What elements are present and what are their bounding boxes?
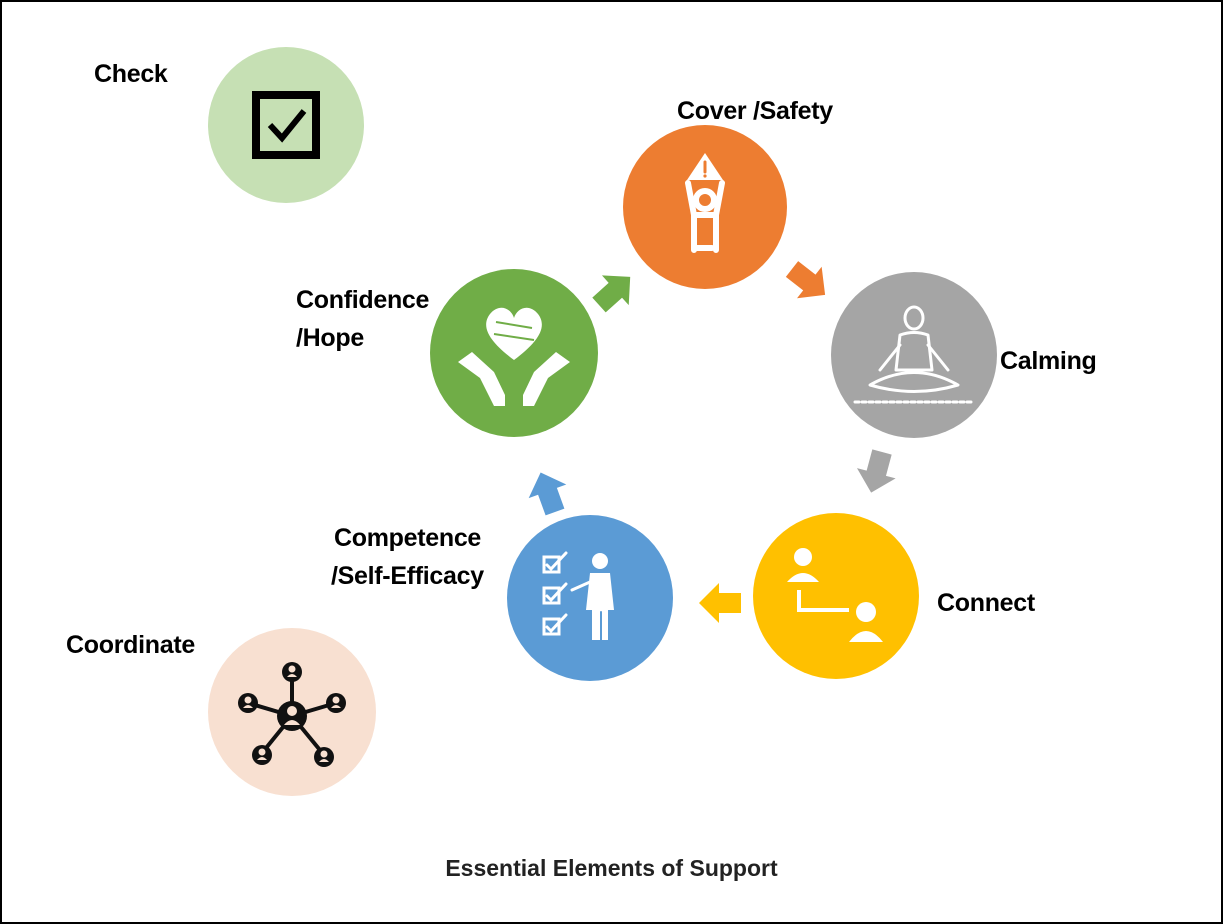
competence-label-line1: Competence [334,524,482,552]
connect-node [753,513,919,679]
coordinate-label: Coordinate [66,631,195,659]
arrow-confidence-to-cover [592,275,631,313]
coordinate-node [208,628,376,796]
heart-in-hands-icon [458,307,570,406]
calming-label: Calming [1000,347,1097,375]
safety-person-icon [685,153,725,253]
check-node [208,47,364,203]
diagram-caption: Essential Elements of Support [445,855,778,881]
check-circle [208,47,364,203]
calming-node [831,272,997,438]
competence-label-line2: /Self-Efficacy [331,562,484,590]
confidence-node [430,269,598,437]
arrow-competence-to-confidence [528,472,567,516]
connect-circle [753,513,919,679]
cover-safety-label: Cover /Safety [677,97,833,125]
checklist-presenter-icon [542,551,614,641]
connect-people-icon [787,548,883,642]
arrow-connect-to-competence [699,583,741,623]
check-label: Check [94,60,168,88]
connect-label: Connect [937,589,1035,617]
confidence-label-line2: /Hope [296,324,364,352]
arrow-calming-to-connect [856,449,896,493]
confidence-label-line1: Confidence [296,286,430,314]
meditation-icon [853,305,975,404]
checkbox-icon [252,91,320,159]
calming-circle [831,272,997,438]
competence-node [507,515,673,681]
arrow-cover-to-calming [785,261,826,299]
cover-safety-node [623,125,787,289]
network-people-icon [238,662,346,767]
